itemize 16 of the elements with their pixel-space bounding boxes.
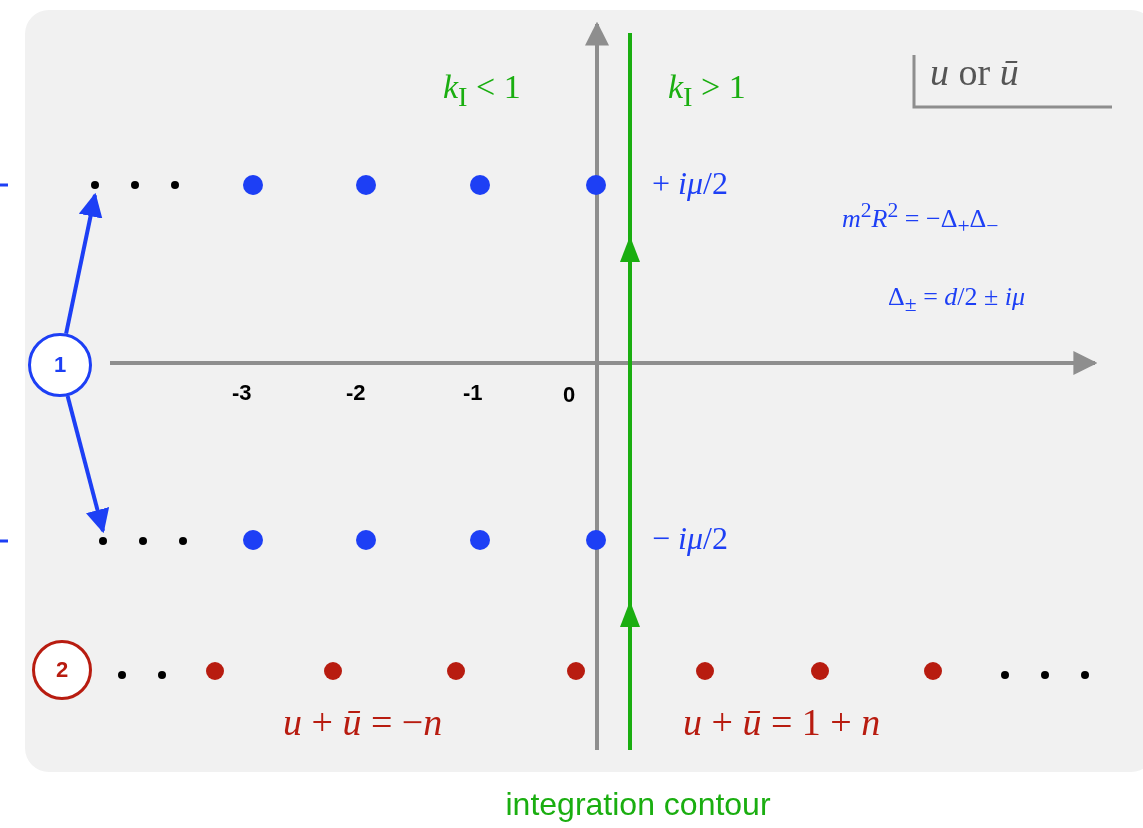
- tick-label: 0: [563, 382, 576, 408]
- tick-label: -3: [232, 380, 252, 406]
- plane-label: u or ū: [930, 50, 1019, 94]
- pole-condition-label: u + ū = 1 + n: [683, 700, 881, 744]
- arrow: [64, 192, 103, 334]
- pole-condition-label: u + ū = −n: [283, 700, 443, 744]
- tick-label: -2: [346, 380, 366, 406]
- region-label: k$_{I}$ < 1: [443, 68, 521, 113]
- arrow: [65, 395, 110, 534]
- dimension-formula: Δ$_{±}$ = d/2 ± iμ: [888, 282, 1026, 318]
- pole-position-label: + iμ/2: [652, 165, 728, 202]
- caption: integration contour: [505, 786, 771, 823]
- mass-formula: m$^{2}$R$^{2}$ = −Δ$_{+}$Δ$_{−}$: [842, 198, 999, 239]
- pole-position-label: − iμ/2: [652, 520, 728, 557]
- tick-label: -1: [463, 380, 483, 406]
- region-label: k$_{I}$ > 1: [668, 68, 746, 113]
